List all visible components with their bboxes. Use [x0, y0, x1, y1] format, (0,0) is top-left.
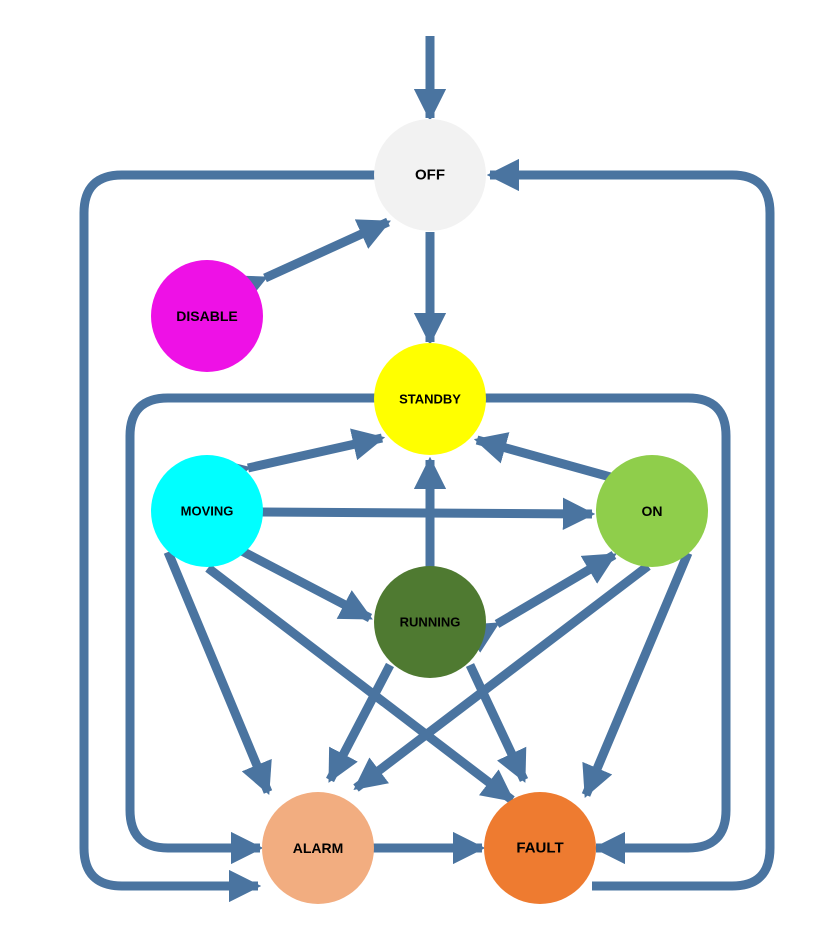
edge-standby-to-alarm-loop	[125, 393, 375, 865]
state-fault: FAULT	[484, 792, 596, 904]
state-disable-circle	[151, 260, 263, 372]
state-on-label: ON	[642, 503, 663, 519]
state-off-circle	[374, 119, 486, 231]
state-on-circle	[596, 455, 708, 567]
state-disable: DISABLE	[151, 260, 263, 372]
state-off-label: OFF	[415, 167, 445, 184]
state-running: RUNNING	[374, 566, 486, 678]
state-disable-label: DISABLE	[176, 308, 237, 324]
state-alarm-circle	[262, 792, 374, 904]
state-fault-circle	[484, 792, 596, 904]
edge-standby-to-fault-loop	[485, 393, 731, 865]
edge-on-to-fault	[581, 551, 693, 798]
edge-on-to-standby	[473, 432, 616, 483]
state-on: ON	[596, 455, 708, 567]
state-alarm: ALARM	[262, 792, 374, 904]
state-standby-circle	[374, 343, 486, 455]
edge-on-to-alarm	[353, 562, 651, 792]
state-moving-label: MOVING	[181, 504, 234, 519]
state-standby: STANDBY	[374, 343, 486, 455]
edge-off-to-alarm-loop	[79, 170, 375, 903]
edge-off-disable	[231, 217, 391, 305]
state-fault-label: FAULT	[516, 840, 563, 857]
state-standby-label: STANDBY	[399, 392, 461, 407]
edge-moving-to-fault	[205, 564, 515, 804]
transitions	[79, 36, 775, 903]
state-running-circle	[374, 566, 486, 678]
state-running-label: RUNNING	[400, 615, 461, 630]
state-off: OFF	[374, 119, 486, 231]
state-moving: MOVING	[151, 455, 263, 567]
edge-fault-to-off-loop	[486, 158, 775, 891]
state-moving-circle	[151, 455, 263, 567]
state-alarm-label: ALARM	[293, 840, 344, 856]
edge-moving-to-alarm	[163, 550, 273, 795]
edge-moving-to-running	[237, 546, 373, 622]
edge-running-on	[463, 551, 617, 653]
edge-running-to-alarm	[326, 662, 394, 783]
edge-running-to-fault	[465, 663, 529, 783]
edge-moving-standby	[216, 428, 386, 491]
